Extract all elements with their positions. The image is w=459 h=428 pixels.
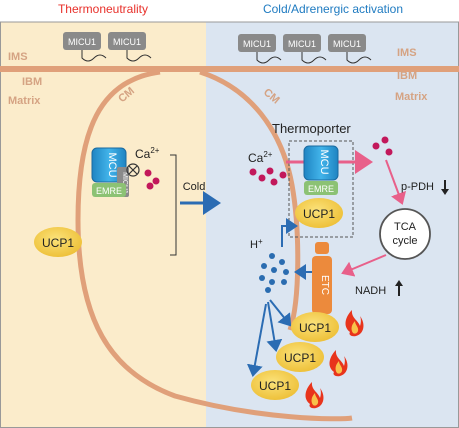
micu1-right-2: MICU1 (283, 34, 327, 64)
nadh-arrow (341, 254, 387, 277)
ims-label-left: IMS (8, 51, 28, 63)
ppdh-label: p-PDH (401, 181, 434, 193)
ucp1-membrane-1: UCP1 (291, 312, 339, 342)
proton-arrow-3 (246, 303, 267, 377)
inner-membrane-right (199, 69, 301, 331)
svg-text:MICU1: MICU1 (333, 39, 361, 49)
svg-text:MICU1: MICU1 (288, 39, 316, 49)
svg-text:EMRE: EMRE (308, 184, 334, 194)
flame-icon (345, 310, 364, 337)
svg-text:UCP1: UCP1 (284, 351, 316, 365)
flame-icon (305, 382, 324, 409)
proton-arrow-2 (266, 301, 283, 352)
mcu-complex-right: MCU EMRE (303, 145, 339, 195)
inner-membrane (75, 69, 353, 422)
nadh-label: NADH (355, 285, 386, 297)
svg-text:MICU1: MICU1 (68, 37, 96, 47)
proton-arrow-1 (269, 299, 292, 327)
ims-label-right: IMS (397, 47, 417, 59)
thermoporter-box (288, 140, 354, 238)
left-heading: Thermoneutrality (58, 2, 148, 16)
svg-text:TCA: TCA (394, 221, 417, 233)
ucp1-thermoporter: UCP1 (295, 198, 343, 228)
calcium-dots-left (144, 169, 160, 190)
micu1-right-3: MICU1 (328, 34, 372, 64)
bracket (170, 154, 177, 256)
calcium-dots-right-in (249, 167, 287, 186)
up-arrow-icon (395, 280, 403, 296)
ibm-label-right: IBM (397, 70, 417, 82)
mcu-complex-left: MCU MICU1 EMRE (91, 147, 129, 197)
outer-membrane (0, 66, 459, 72)
right-heading: Cold/Adrenergic activation (263, 2, 403, 16)
svg-text:cycle: cycle (392, 235, 417, 247)
svg-text:UCP1: UCP1 (42, 236, 74, 250)
svg-text:MICU1: MICU1 (113, 37, 141, 47)
svg-text:EMRE: EMRE (96, 186, 122, 196)
svg-text:MCU: MCU (106, 152, 118, 177)
ibm-label-left: IBM (22, 76, 42, 88)
svg-text:MICU1: MICU1 (243, 39, 271, 49)
svg-text:MCU: MCU (318, 149, 330, 174)
matrix-label-left: Matrix (8, 95, 41, 107)
svg-text:UCP1: UCP1 (299, 321, 331, 335)
ucp1-membrane-2: UCP1 (276, 342, 324, 372)
micu1-left-1: MICU1 (63, 32, 107, 62)
proton-dots (259, 253, 289, 293)
flame-icon (329, 350, 348, 377)
ppdh-arrow (385, 159, 407, 205)
micu1-right-1: MICU1 (238, 34, 282, 64)
proton-label: H+ (250, 237, 263, 251)
svg-text:UCP1: UCP1 (259, 379, 291, 393)
calcium-label-left: Ca2+ (135, 146, 160, 161)
thermoporter-label: Thermoporter (272, 121, 351, 136)
svg-text:UCP1: UCP1 (303, 207, 335, 221)
proton-to-ucp1-arrow (281, 218, 298, 247)
thermoneutral-panel (0, 22, 206, 428)
cold-label: Cold (183, 181, 206, 193)
svg-text:MICU1: MICU1 (121, 172, 128, 194)
ucp1-membrane-3: UCP1 (251, 370, 299, 400)
etc: ETC (312, 242, 332, 314)
inhibit-icon (126, 163, 140, 177)
matrix-label-right: Matrix (395, 91, 428, 103)
calcium-label-right: Ca2+ (248, 150, 273, 165)
ucp1-left: UCP1 (34, 227, 82, 257)
svg-text:ETC: ETC (319, 275, 330, 295)
tca-cycle: TCA cycle (379, 208, 431, 260)
calcium-dots-right-out (372, 136, 393, 156)
down-arrow-icon (441, 180, 449, 195)
micu1-left-2: MICU1 (108, 32, 152, 62)
